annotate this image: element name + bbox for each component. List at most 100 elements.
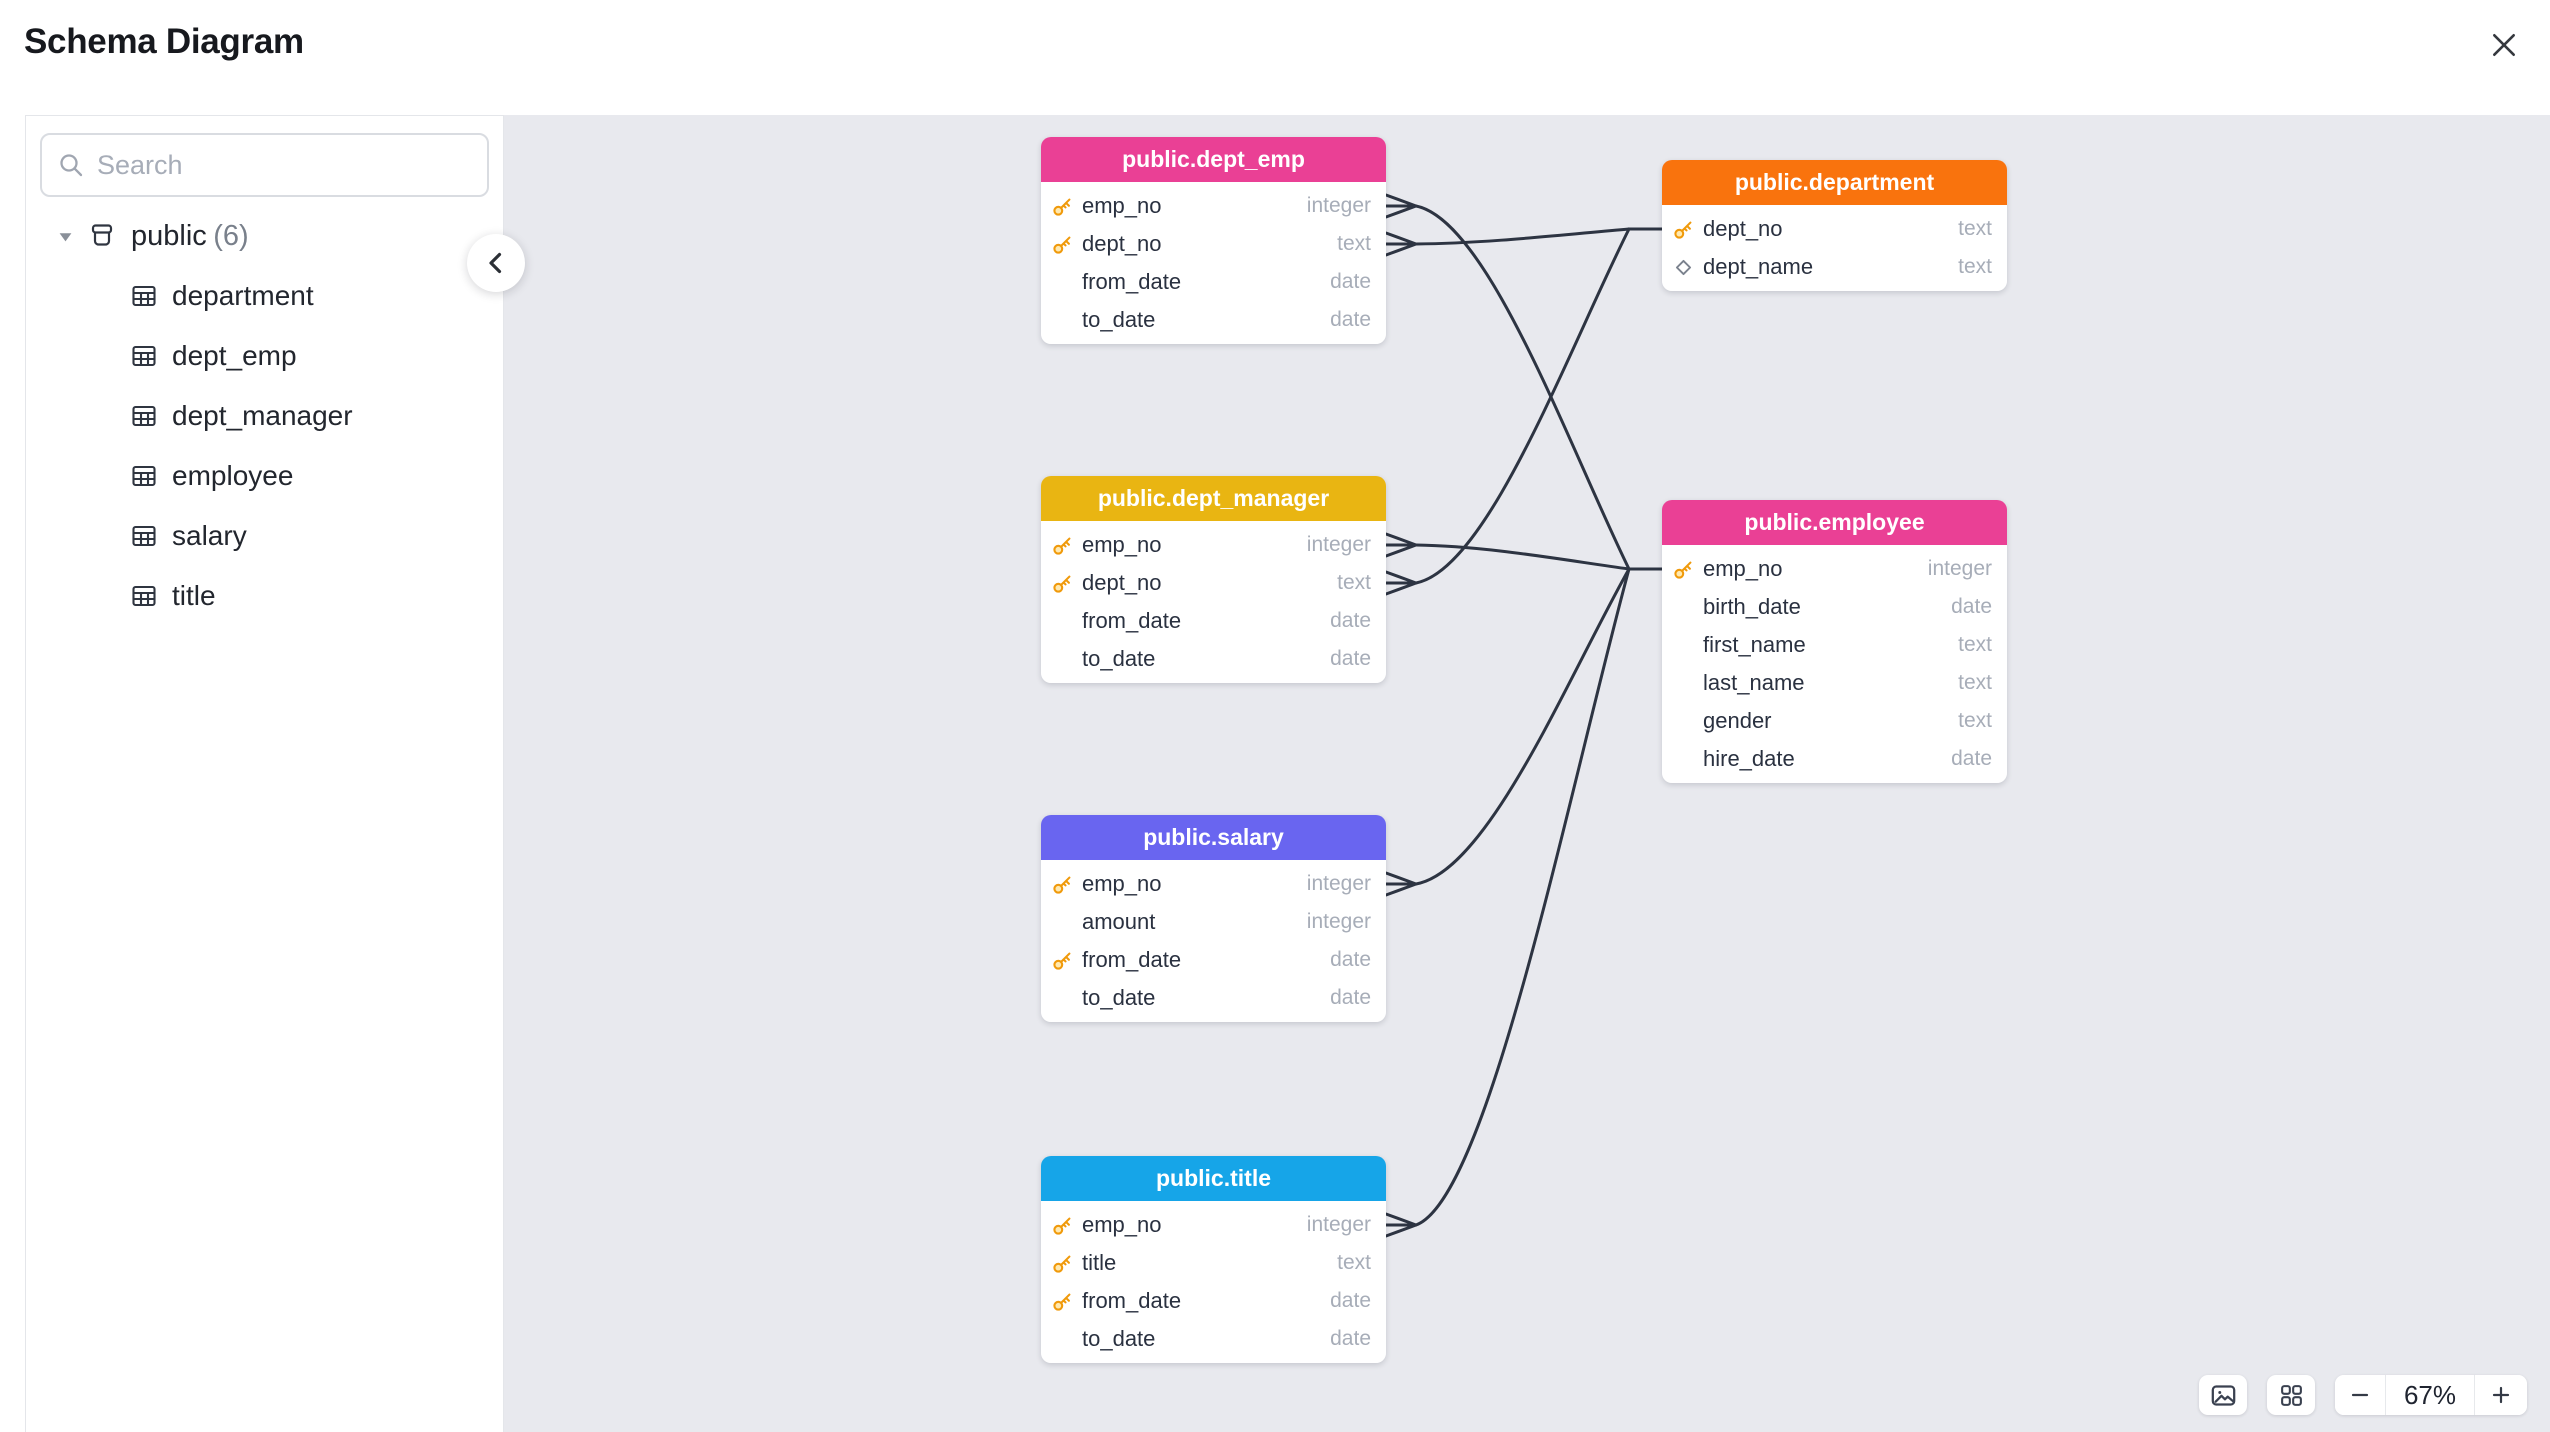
table-node-title[interactable]: public.department	[1662, 160, 2007, 205]
primary-key-icon	[1674, 221, 1692, 239]
zoom-level: 67%	[2386, 1375, 2474, 1415]
column-type: date	[1330, 986, 1371, 1009]
column-row-dept_name: dept_name text	[1662, 248, 2007, 286]
primary-key-icon	[1053, 236, 1071, 254]
column-type: date	[1330, 1289, 1371, 1312]
sidebar-item-dept_emp[interactable]: dept_emp	[26, 326, 503, 386]
column-type: integer	[1306, 910, 1371, 933]
table-node-title[interactable]: public.title	[1041, 1156, 1386, 1201]
column-name: from_date	[1082, 947, 1182, 972]
column-type: text	[1958, 709, 1992, 732]
column-type: integer	[1306, 533, 1371, 556]
zoom-out-button[interactable]	[2335, 1375, 2385, 1415]
column-name: first_name	[1703, 632, 1806, 657]
column-type: date	[1330, 647, 1371, 670]
primary-key-icon	[1053, 1217, 1071, 1235]
zoom-in-button[interactable]	[2475, 1375, 2527, 1415]
auto-layout-button[interactable]	[2267, 1375, 2315, 1415]
table-icon	[132, 465, 156, 487]
column-type: date	[1951, 595, 1992, 618]
sidebar-collapse-button[interactable]	[467, 234, 525, 292]
table-icon	[132, 585, 156, 607]
sidebar-item-title[interactable]: title	[26, 566, 503, 626]
sidebar-item-employee[interactable]: employee	[26, 446, 503, 506]
column-name: to_date	[1082, 985, 1156, 1010]
column-type: text	[1337, 232, 1371, 255]
schema-table-count: (6)	[213, 219, 249, 252]
chevron-left-icon	[489, 252, 502, 274]
column-row-to_date: to_date date	[1041, 301, 1386, 339]
column-type: date	[1330, 270, 1371, 293]
column-name: last_name	[1703, 670, 1805, 695]
primary-key-icon	[1674, 561, 1692, 579]
column-row-dept_no: dept_no text	[1041, 564, 1386, 602]
column-type: date	[1330, 948, 1371, 971]
column-row-first_name: first_name text	[1662, 626, 2007, 664]
diagram-canvas[interactable]	[504, 115, 2550, 1432]
search-box	[40, 133, 489, 197]
column-name: emp_no	[1703, 556, 1783, 581]
search-input[interactable]	[97, 149, 472, 181]
table-node-title[interactable]: public.salary	[1041, 815, 1386, 860]
table-node-title[interactable]: public.dept_manager	[1041, 476, 1386, 521]
column-name: emp_no	[1082, 871, 1162, 896]
close-button[interactable]	[2490, 31, 2518, 59]
column-type: date	[1330, 308, 1371, 331]
search-icon	[60, 154, 83, 177]
column-name: dept_no	[1703, 216, 1783, 241]
column-type: integer	[1927, 557, 1992, 580]
tree-node-public-schema[interactable]: public (6)	[26, 206, 503, 266]
column-name: from_date	[1082, 608, 1182, 633]
column-type: text	[1958, 671, 1992, 694]
column-name: dept_name	[1703, 254, 1814, 279]
caret-down-icon[interactable]	[57, 230, 73, 243]
sidebar-item-dept_manager[interactable]: dept_manager	[26, 386, 503, 446]
column-type: text	[1958, 217, 1992, 240]
column-name: dept_no	[1082, 570, 1162, 595]
minus-icon	[2351, 1393, 2369, 1397]
table-item-label: dept_manager	[172, 400, 353, 431]
sidebar-item-department[interactable]: department	[26, 266, 503, 326]
column-name: dept_no	[1082, 231, 1162, 256]
column-type: date	[1330, 609, 1371, 632]
unique-key-icon	[1675, 259, 1692, 275]
table-icon	[132, 525, 156, 547]
divider	[2385, 1375, 2386, 1415]
export-image-button[interactable]	[2199, 1375, 2247, 1415]
primary-key-icon	[1053, 952, 1071, 970]
table-node-title[interactable]: public.employee	[1662, 500, 2007, 545]
schema-table-list: department dept_emp dept_manager employee sa…	[26, 266, 503, 626]
page-title: Schema Diagram	[24, 22, 304, 61]
column-name: emp_no	[1082, 1212, 1162, 1237]
column-type: text	[1958, 633, 1992, 656]
table-node-title[interactable]: public.dept_emp	[1041, 137, 1386, 182]
column-type: integer	[1306, 872, 1371, 895]
grid-layout-icon	[2280, 1384, 2302, 1406]
column-row-to_date: to_date date	[1041, 979, 1386, 1017]
column-row-dept_no: dept_no text	[1041, 225, 1386, 263]
primary-key-icon	[1053, 537, 1071, 555]
table-item-label: employee	[172, 460, 294, 491]
close-icon	[2493, 34, 2515, 56]
primary-key-icon	[1053, 198, 1071, 216]
sidebar-item-salary[interactable]: salary	[26, 506, 503, 566]
column-row-dept_no: dept_no text	[1662, 210, 2007, 248]
column-type: text	[1337, 571, 1371, 594]
table-item-label: title	[172, 580, 216, 611]
table-item-label: department	[172, 280, 314, 311]
column-name: to_date	[1082, 307, 1156, 332]
column-type: text	[1958, 255, 1992, 278]
